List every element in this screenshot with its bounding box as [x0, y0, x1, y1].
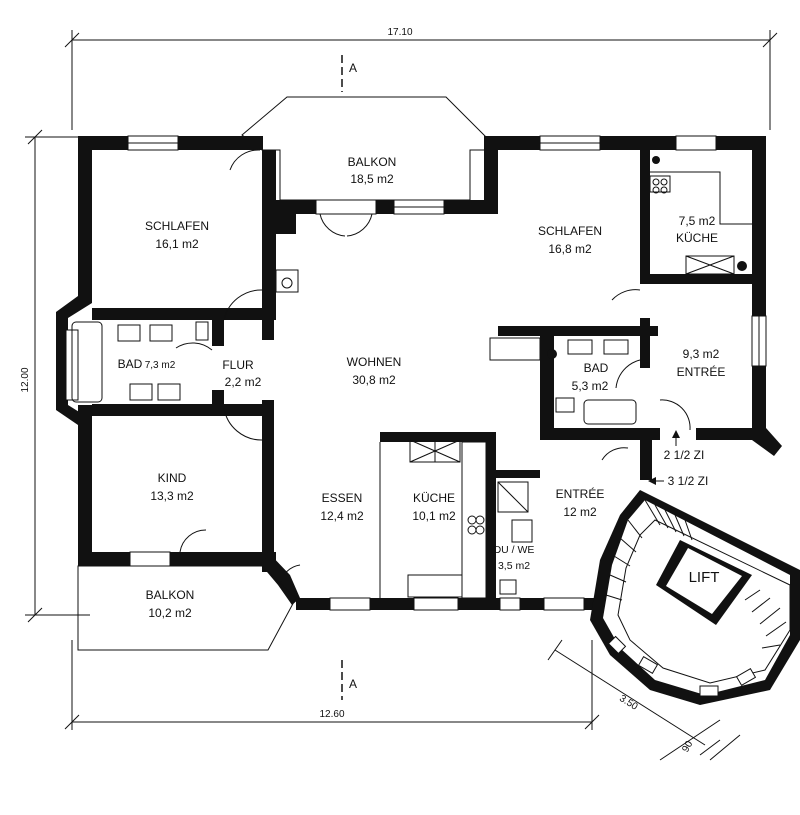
room-schlafen-left-area: 16,1 m2	[155, 237, 199, 251]
windows	[65, 135, 767, 611]
svg-text:A: A	[349, 61, 357, 75]
room-flur-area: 2,2 m2	[225, 375, 262, 389]
room-kueche-right-area: 7,5 m2	[679, 214, 716, 228]
room-essen-name: ESSEN	[322, 491, 363, 505]
room-balkon-bottom-name: BALKON	[146, 588, 195, 602]
room-kueche-right-name: KÜCHE	[676, 231, 718, 245]
balcony-bottom-outline	[77, 565, 297, 651]
stair-width-dimension: 3.50	[617, 693, 640, 713]
room-schlafen-right-area: 16,8 m2	[548, 242, 592, 256]
section-marker-top: A	[341, 55, 357, 92]
room-wohnen-name: WOHNEN	[347, 355, 402, 369]
room-entree-right-name: ENTRÉE	[677, 364, 726, 379]
room-entree-center-name: ENTRÉE	[556, 486, 605, 501]
room-lift-name: LIFT	[689, 569, 720, 586]
room-bad-right-area: 5,3 m2	[572, 379, 609, 393]
left-height-dimension: 12.00	[20, 367, 31, 392]
doors	[175, 149, 691, 585]
unit-label-two-half: 2 1/2 ZI	[664, 448, 705, 462]
room-kind-name: KIND	[158, 471, 187, 485]
room-balkon-top-name: BALKON	[348, 155, 397, 169]
bottom-width-dimension: 12.60	[319, 709, 344, 720]
svg-text:A: A	[349, 677, 357, 691]
room-schlafen-left-name: SCHLAFEN	[145, 219, 209, 233]
stair-depth-dimension: 90	[680, 739, 695, 755]
room-bad-left-name: BAD	[118, 357, 143, 371]
room-kueche-mid-name: KÜCHE	[413, 491, 455, 505]
top-width-dimension: 17.10	[387, 27, 412, 38]
room-schlafen-right-name: SCHLAFEN	[538, 224, 602, 238]
room-entree-center-area: 12 m2	[563, 505, 597, 519]
room-essen-area: 12,4 m2	[320, 509, 364, 523]
section-marker-bottom: A	[341, 660, 357, 700]
room-wohnen-area: 30,8 m2	[352, 373, 396, 387]
room-kind-area: 13,3 m2	[150, 489, 194, 503]
room-bad-right-name: BAD	[584, 361, 609, 375]
fixtures	[71, 156, 752, 599]
room-du-we-area: 3,5 m2	[498, 560, 530, 572]
room-balkon-top-area: 18,5 m2	[350, 172, 394, 186]
room-flur-name: FLUR	[222, 358, 254, 372]
unit-label-three-half: 3 1/2 ZI	[668, 474, 709, 488]
room-entree-right-area: 9,3 m2	[683, 347, 720, 361]
stair-core	[590, 490, 800, 705]
room-balkon-bottom-area: 10,2 m2	[148, 606, 192, 620]
room-du-we-name: DU / WE	[494, 544, 535, 556]
room-kueche-mid-area: 10,1 m2	[412, 509, 456, 523]
room-labels: BALKON 18,5 m2 SCHLAFEN 16,1 m2 BAD 7,3 …	[118, 155, 726, 620]
unit-labels: 2 1/2 ZI 3 1/2 ZI	[648, 430, 708, 488]
room-bad-left-area: 7,3 m2	[145, 360, 176, 371]
